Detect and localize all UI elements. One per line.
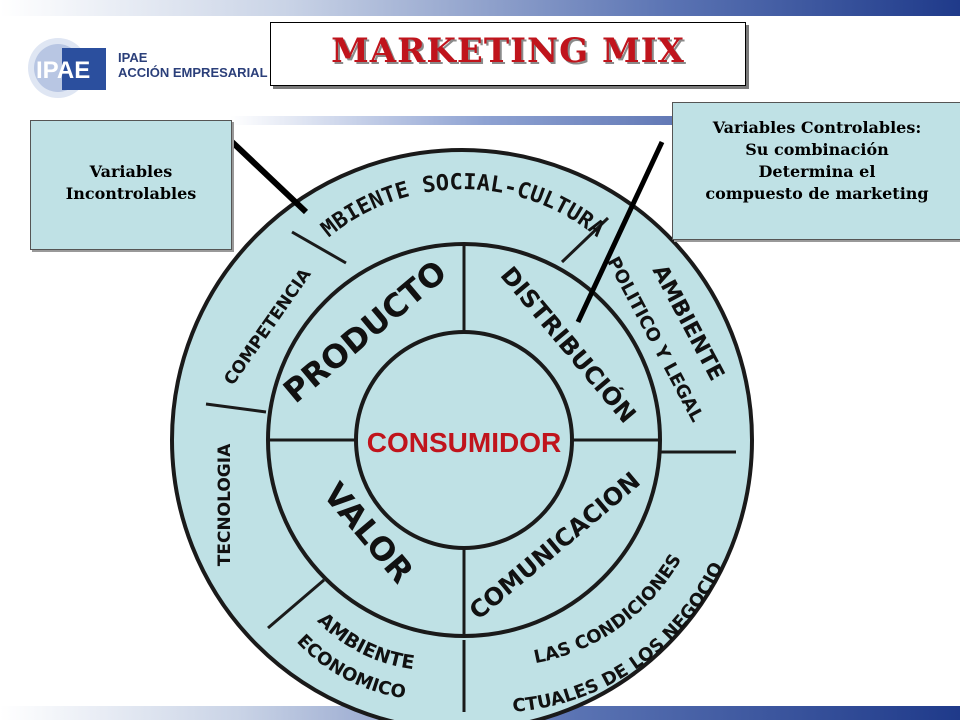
center-label: CONSUMIDOR [367, 427, 561, 458]
divider-tech [205, 402, 267, 414]
ipae-logo: IPAE [22, 32, 262, 102]
logo-name: IPAE [118, 50, 148, 65]
inner-circle [354, 330, 574, 550]
top-decorative-bar [0, 0, 960, 16]
logo-mark: IPAE [36, 57, 90, 84]
logo-tagline: ACCIÓN EMPRESARIAL [118, 65, 268, 80]
page-title: MARKETING MIX [331, 31, 685, 71]
title-box: MARKETING MIX [270, 22, 746, 86]
uncontrollable-variables-text: Variables Incontrolables [31, 161, 231, 205]
uncontrollable-line-2: Incontrolables [65, 184, 197, 203]
controllable-variables-box: Variables Controlables: Su combinación D… [672, 102, 960, 240]
controllable-variables-text: Variables Controlables: Su combinación D… [673, 117, 960, 205]
connector-controllable [575, 140, 665, 324]
divider-social [291, 230, 347, 265]
env-technology: TECNOLOGIA [215, 443, 235, 566]
controllable-line-2: Su combinación [745, 140, 889, 159]
controllable-line-1: Variables Controlables: [712, 118, 922, 137]
divider-economic [267, 578, 325, 630]
divider-political-top [560, 216, 610, 264]
controllable-line-3: Determina el [758, 162, 876, 181]
uncontrollable-line-1: Variables [89, 162, 173, 181]
connector-uncontrollable [227, 137, 309, 215]
controllable-line-4: compuesto de marketing [705, 184, 929, 203]
logo-text: IPAE ACCIÓN EMPRESARIAL [118, 50, 268, 80]
header-divider-bar [230, 116, 960, 125]
uncontrollable-variables-box: Variables Incontrolables [30, 120, 232, 250]
